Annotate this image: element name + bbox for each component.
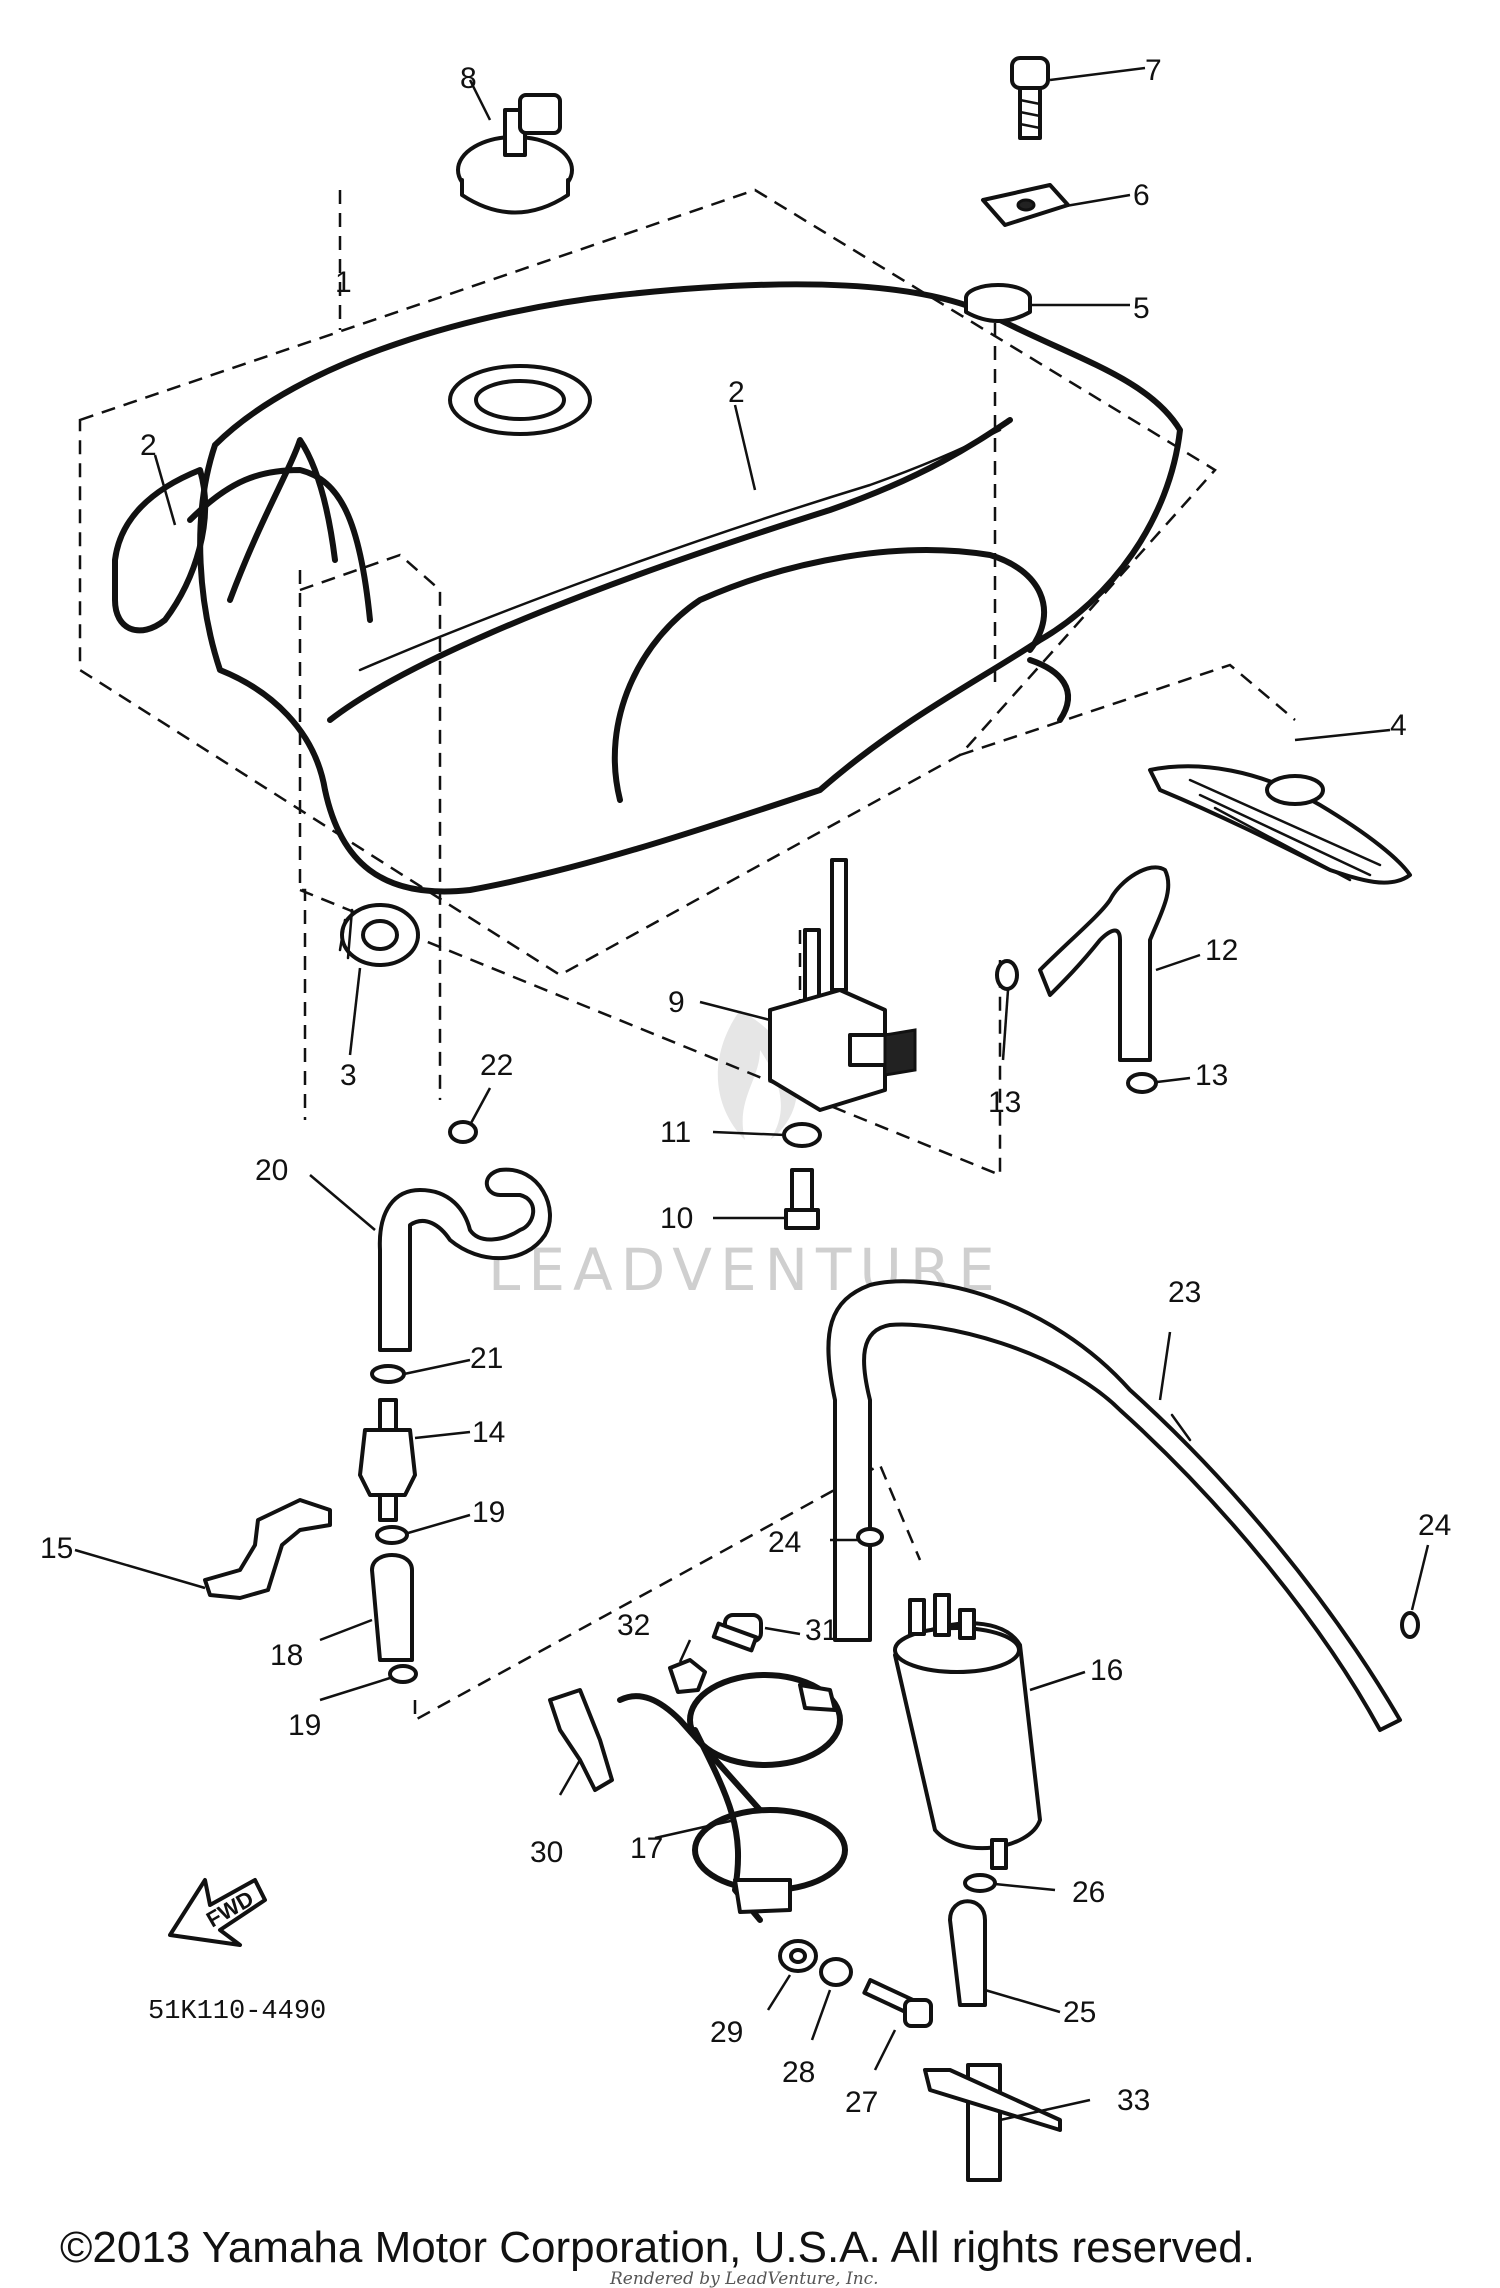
breather-hose-20[interactable] xyxy=(377,1167,552,1352)
callout-21: 21 xyxy=(470,1342,503,1375)
callout-24-right: 24 xyxy=(1418,1509,1451,1542)
watermark: LEADVENTURE xyxy=(488,1010,995,1304)
callout-10: 10 xyxy=(660,1202,693,1235)
callout-20: 20 xyxy=(255,1154,288,1187)
callout-labels: 8 7 6 5 1 2 2 4 3 9 12 13 13 11 10 22 20… xyxy=(40,54,1451,2119)
callout-7: 7 xyxy=(1145,54,1162,87)
callout-29: 29 xyxy=(710,2016,743,2049)
callout-26: 26 xyxy=(1072,1876,1105,1909)
callout-18: 18 xyxy=(270,1639,303,1672)
grommet-28[interactable] xyxy=(819,1957,853,1987)
callout-33: 33 xyxy=(1117,2084,1150,2117)
clip-19-upper[interactable] xyxy=(375,1525,409,1545)
callout-8: 8 xyxy=(460,62,477,95)
hose-23[interactable] xyxy=(826,1279,1402,1732)
pump-bracket-17[interactable] xyxy=(617,1672,848,1923)
callout-17: 17 xyxy=(630,1832,663,1865)
hose-18[interactable] xyxy=(370,1553,414,1662)
screw-31[interactable] xyxy=(711,1613,763,1653)
fuel-pump-16[interactable] xyxy=(893,1593,1042,1870)
fuel-tank[interactable] xyxy=(197,281,1183,895)
callout-3: 3 xyxy=(340,1059,357,1092)
nut-32[interactable] xyxy=(668,1658,707,1694)
grommet-3[interactable] xyxy=(338,903,420,967)
washer-11[interactable] xyxy=(782,1122,822,1148)
callout-25: 25 xyxy=(1063,1996,1096,2029)
callout-19-upper: 19 xyxy=(472,1496,505,1529)
callout-2-left: 2 xyxy=(140,429,157,462)
clip-24-right[interactable] xyxy=(1400,1611,1420,1639)
fwd-arrow-icon: FWD xyxy=(168,1878,267,1947)
hose-12[interactable] xyxy=(1038,865,1171,1062)
diagram-part-code: 51K110-4490 xyxy=(148,1997,326,2027)
clip-13-upper[interactable] xyxy=(995,959,1019,991)
fuel-filter-14[interactable] xyxy=(358,1398,417,1522)
callout-30: 30 xyxy=(530,1836,563,1869)
callout-12: 12 xyxy=(1205,934,1238,967)
tank-assembly-boundary xyxy=(78,188,1296,1723)
clip-19-lower[interactable] xyxy=(388,1664,418,1684)
callout-31: 31 xyxy=(805,1614,838,1647)
copyright-notice: ©2013 Yamaha Motor Corporation, U.S.A. A… xyxy=(60,2223,1255,2272)
callout-9: 9 xyxy=(668,986,685,1019)
bracket-15[interactable] xyxy=(203,1498,332,1600)
leader-lines xyxy=(74,66,1430,2122)
callout-32: 32 xyxy=(617,1609,650,1642)
clip-21[interactable] xyxy=(370,1364,406,1384)
bolt-7[interactable] xyxy=(1010,56,1050,140)
cover-4[interactable] xyxy=(1148,764,1412,885)
callout-11: 11 xyxy=(660,1116,691,1149)
callout-14: 14 xyxy=(472,1416,505,1449)
callout-23: 23 xyxy=(1168,1276,1201,1309)
callout-1: 1 xyxy=(335,266,352,299)
plate-6[interactable] xyxy=(981,183,1070,227)
callout-5: 5 xyxy=(1133,292,1150,325)
bracket-30[interactable] xyxy=(548,1688,614,1792)
band-33[interactable] xyxy=(923,2063,1062,2182)
callout-15: 15 xyxy=(40,1532,73,1565)
callout-24-left: 24 xyxy=(768,1526,801,1559)
callout-4: 4 xyxy=(1390,709,1407,742)
callout-2-right: 2 xyxy=(728,376,745,409)
rendered-by-credit: Rendered by LeadVenture, Inc. xyxy=(609,2269,879,2288)
callout-27: 27 xyxy=(845,2086,878,2119)
clip-26[interactable] xyxy=(963,1873,997,1893)
clip-22[interactable] xyxy=(448,1120,478,1144)
fuel-cock[interactable] xyxy=(768,858,917,1112)
callout-19-lower: 19 xyxy=(288,1709,321,1742)
callout-22: 22 xyxy=(480,1049,513,1082)
callout-16: 16 xyxy=(1090,1654,1123,1687)
callout-28: 28 xyxy=(782,2056,815,2089)
tank-emblem-left[interactable] xyxy=(112,467,209,634)
tank-stripe-right[interactable] xyxy=(187,437,373,623)
bolt-10[interactable] xyxy=(784,1168,820,1230)
callout-13-left: 13 xyxy=(988,1086,1021,1119)
damper-5[interactable] xyxy=(964,283,1032,323)
clip-13-lower[interactable] xyxy=(1126,1072,1158,1094)
collar-29[interactable] xyxy=(778,1939,818,1973)
callout-13-right: 13 xyxy=(1195,1059,1228,1092)
clip-24-left[interactable] xyxy=(856,1527,884,1547)
callout-6: 6 xyxy=(1133,179,1150,212)
bolt-27[interactable] xyxy=(862,1978,933,2028)
hose-25[interactable] xyxy=(948,1899,987,2007)
fuel-cap[interactable] xyxy=(456,93,574,215)
